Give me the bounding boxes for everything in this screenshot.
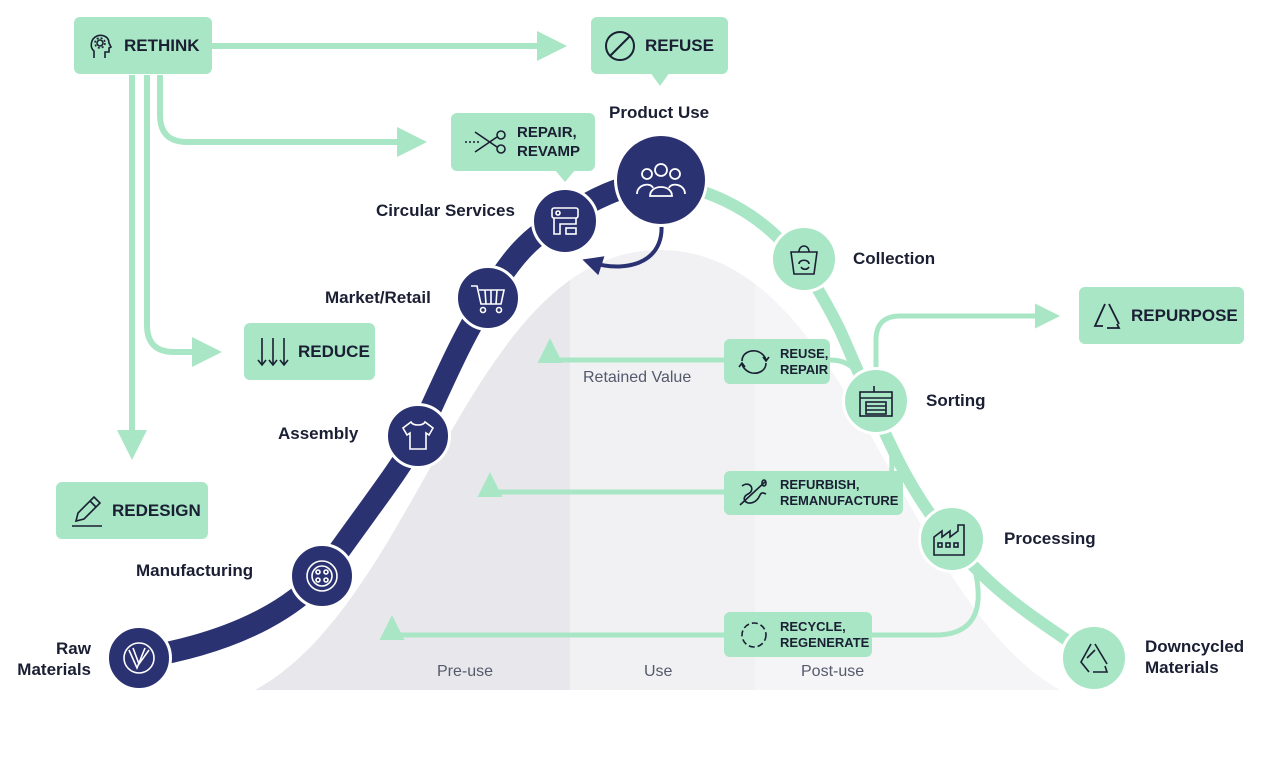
down-arrows-icon <box>256 336 290 368</box>
market-retail-label: Market/Retail <box>325 288 431 307</box>
reuse-repair-tag: REUSE, REPAIR <box>724 339 830 384</box>
assembly-label: Assembly <box>278 424 359 443</box>
processing-node <box>918 505 986 573</box>
market-retail-node <box>455 265 521 331</box>
sewing-machine-icon <box>551 207 579 235</box>
repurpose-tag: REPURPOSE <box>1079 287 1244 344</box>
sorting-node <box>842 367 910 435</box>
manufacturing-label: Manufacturing <box>136 561 254 580</box>
rethink-tag: RETHINK <box>74 17 212 74</box>
refuse-tag: REFUSE <box>591 17 728 74</box>
people-group-icon <box>636 163 686 197</box>
phase-pre-use: Pre-use <box>437 663 494 680</box>
reduce-tag: REDUCE <box>244 323 375 380</box>
head-gear-icon <box>86 31 116 61</box>
circular-services-label: Circular Services <box>376 201 515 220</box>
recycle-bin-icon <box>790 245 818 275</box>
redesign-tag: REDESIGN <box>56 482 208 539</box>
refurbish-tag: REFURBISH, REMANUFACTURE <box>724 471 903 515</box>
downcycled-node <box>1060 624 1128 692</box>
reuse-return <box>537 338 861 377</box>
pencil-icon <box>68 493 104 529</box>
product-use-label: Product Use <box>609 103 710 122</box>
triangle-cycle-icon <box>1091 300 1123 332</box>
assembly-node <box>385 403 451 469</box>
shopping-cart-icon <box>471 285 505 314</box>
repurpose-line <box>873 303 1060 370</box>
sorting-machine-icon <box>859 386 893 417</box>
woven-fiber-icon <box>123 642 155 674</box>
retained-value-label: Retained Value <box>583 369 692 386</box>
scissors-icon <box>463 127 509 157</box>
refuse-pointer <box>650 72 670 86</box>
phase-post-use: Post-use <box>801 663 865 680</box>
downcycled-label: Downcycled Materials <box>1145 637 1245 677</box>
phase-use: Use <box>644 663 673 680</box>
collection-label: Collection <box>853 249 936 268</box>
processing-label: Processing <box>1004 529 1096 548</box>
product-use-node <box>614 133 708 227</box>
recycle-arrows-icon <box>736 619 772 651</box>
prohibited-icon <box>603 29 637 63</box>
product-loop-arrow <box>582 214 664 276</box>
rethink-to-repair <box>157 75 427 157</box>
triangle-recycle-icon <box>1080 643 1109 673</box>
cycle-arrows-icon <box>736 347 772 377</box>
tshirt-icon <box>401 420 435 450</box>
needle-thread-icon <box>736 478 772 508</box>
factory-icon <box>933 524 965 556</box>
recycle-return <box>379 569 981 640</box>
manufacturing-node <box>289 543 355 609</box>
collection-node <box>770 225 838 293</box>
repair-pointer <box>555 170 575 182</box>
sorting-label: Sorting <box>926 391 986 410</box>
circular-services-node <box>531 187 599 255</box>
button-icon <box>306 560 338 592</box>
repair-revamp-tag: REPAIR, REVAMP <box>451 113 595 171</box>
raw-materials-label: Raw Materials <box>17 639 91 679</box>
recycle-tag: RECYCLE, REGENERATE <box>724 612 872 657</box>
rethink-to-reduce <box>144 75 222 367</box>
raw-materials-node <box>106 625 172 691</box>
